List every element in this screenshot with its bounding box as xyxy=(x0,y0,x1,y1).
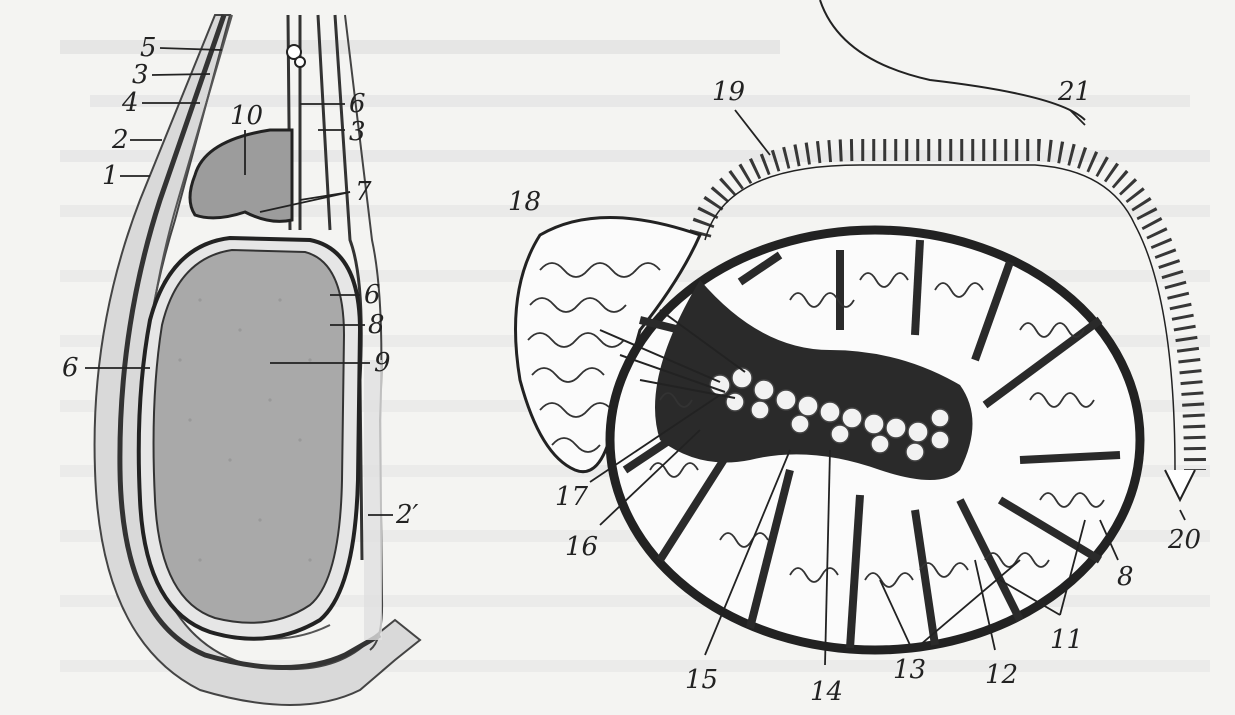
label-3: 3 xyxy=(132,60,149,90)
label-17: 17 xyxy=(555,482,589,512)
label-8-right: 8 xyxy=(1117,562,1134,592)
label-14: 14 xyxy=(810,677,843,707)
label-6: 6 xyxy=(349,89,366,119)
label-12: 12 xyxy=(985,660,1018,690)
label-8: 8 xyxy=(368,310,385,340)
label-15: 15 xyxy=(685,665,718,695)
label-21: 21 xyxy=(1057,77,1091,107)
label-9: 9 xyxy=(374,348,391,378)
label-20: 20 xyxy=(1167,525,1201,555)
label-6: 6 xyxy=(62,353,79,383)
label-6: 6 xyxy=(364,280,381,310)
label-4: 4 xyxy=(121,88,139,118)
label-16: 16 xyxy=(565,532,598,562)
label-18: 18 xyxy=(508,187,541,217)
label-5: 5 xyxy=(140,33,157,63)
label-13: 13 xyxy=(893,655,926,685)
label-3: 3 xyxy=(349,117,366,147)
label-11: 11 xyxy=(1050,625,1083,655)
label-2-prime: 2′ xyxy=(395,500,419,530)
testis-parenchyma xyxy=(154,250,344,623)
label-10: 10 xyxy=(230,101,263,131)
label-19: 19 xyxy=(712,77,745,107)
label-7: 7 xyxy=(355,177,372,207)
label-2: 2 xyxy=(111,125,129,155)
label-1: 1 xyxy=(102,161,119,191)
